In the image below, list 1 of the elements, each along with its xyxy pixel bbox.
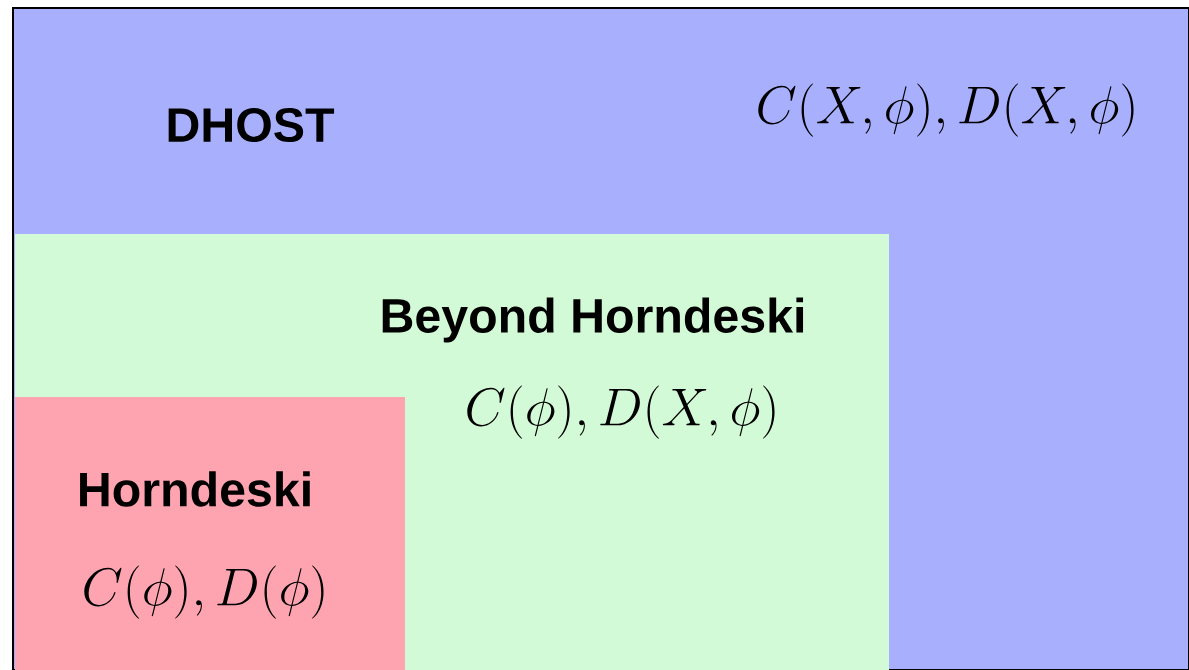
theory-box: Horndeski $C(\phi), D(\phi)$ bbox=[15, 397, 405, 670]
